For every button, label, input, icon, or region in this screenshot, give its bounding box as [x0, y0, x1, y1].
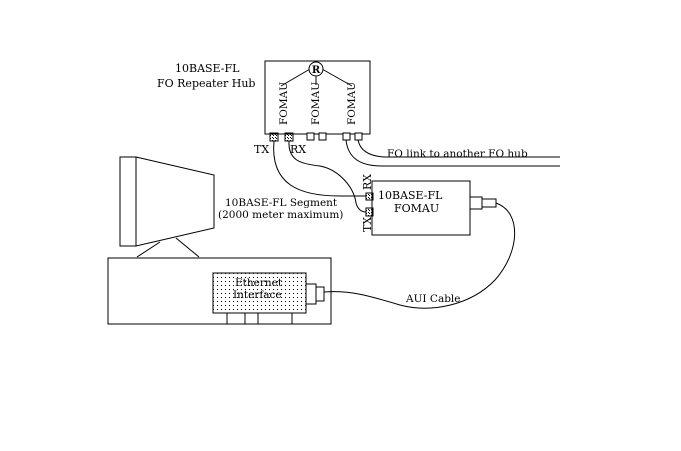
repeater-circle — [308, 61, 324, 77]
hub-title-line2: FO Repeater Hub — [157, 77, 255, 90]
hub-port-tx-3 — [342, 132, 351, 141]
fo-link-cable: FO link to another FO hub — [345, 139, 560, 167]
repeater-symbol: R — [312, 65, 321, 76]
interface-aui-plug — [315, 286, 325, 302]
interface-label-line2: Interface — [233, 289, 282, 301]
hub-port-tx-1 — [269, 132, 279, 142]
aui-cable: AUI Cable — [323, 202, 516, 309]
fo-link-fiber-1 — [345, 139, 560, 167]
remote-fomau-tx-label: TX — [361, 217, 374, 232]
remote-fomau-rx-port — [365, 192, 374, 201]
hub-tx-label: TX — [254, 143, 269, 156]
hub-port-rx-3 — [354, 132, 363, 141]
fiber-rx — [288, 140, 367, 213]
segment-label-line1: 10BASE-FL Segment — [225, 197, 338, 209]
segment-label-line2: (2000 meter maximum) — [218, 209, 343, 221]
fiber-tx — [273, 140, 366, 197]
computer-base: Ethernet Interface — [107, 257, 332, 325]
remote-fomau-aui-plug — [481, 198, 497, 208]
hub-spoke-left — [280, 68, 311, 87]
remote-fomau-label-line1: 10BASE-FL — [378, 189, 443, 202]
fo-repeater-hub: 10BASE-FL FO Repeater Hub R FOMAU FOMAU … — [157, 60, 371, 156]
hub-port-tx-2 — [306, 132, 315, 141]
hub-port-rx-1 — [284, 132, 294, 142]
aui-cable-line — [323, 202, 516, 309]
remote-fomau-box — [371, 180, 471, 236]
fo-link-label: FO link to another FO hub — [387, 148, 528, 160]
monitor-body — [135, 156, 215, 247]
remote-fomau-rx-label: RX — [361, 174, 374, 190]
monitor-screen-edge — [119, 156, 137, 247]
aui-cable-label: AUI Cable — [405, 293, 461, 305]
remote-fomau: RX TX 10BASE-FL FOMAU — [361, 174, 497, 236]
hub-fomau-label-3: FOMAU — [346, 82, 358, 125]
hub-title-line1: 10BASE-FL — [175, 62, 240, 75]
ethernet-interface-card — [212, 272, 307, 314]
interface-aui-port — [305, 283, 317, 305]
hub-rx-label: RX — [290, 143, 306, 156]
remote-fomau-aui-connector — [469, 196, 483, 210]
hub-port-rx-2 — [318, 132, 327, 141]
hub-spoke-right — [321, 68, 353, 87]
hub-fomau-label-2: FOMAU — [310, 82, 322, 125]
remote-fomau-tx-port — [365, 207, 374, 217]
interface-label-line1: Ethernet — [235, 277, 283, 289]
fo-link-fiber-2 — [357, 139, 560, 158]
monitor-stand — [136, 237, 200, 258]
card-edge-contact-1 — [226, 312, 246, 325]
fiber-segment: 10BASE-FL Segment (2000 meter maximum) — [218, 140, 367, 221]
monitor — [119, 156, 215, 258]
hub-fomau-label-1: FOMAU — [278, 82, 290, 125]
card-edge-contact-2 — [257, 312, 293, 325]
remote-fomau-label-line2: FOMAU — [394, 202, 439, 215]
